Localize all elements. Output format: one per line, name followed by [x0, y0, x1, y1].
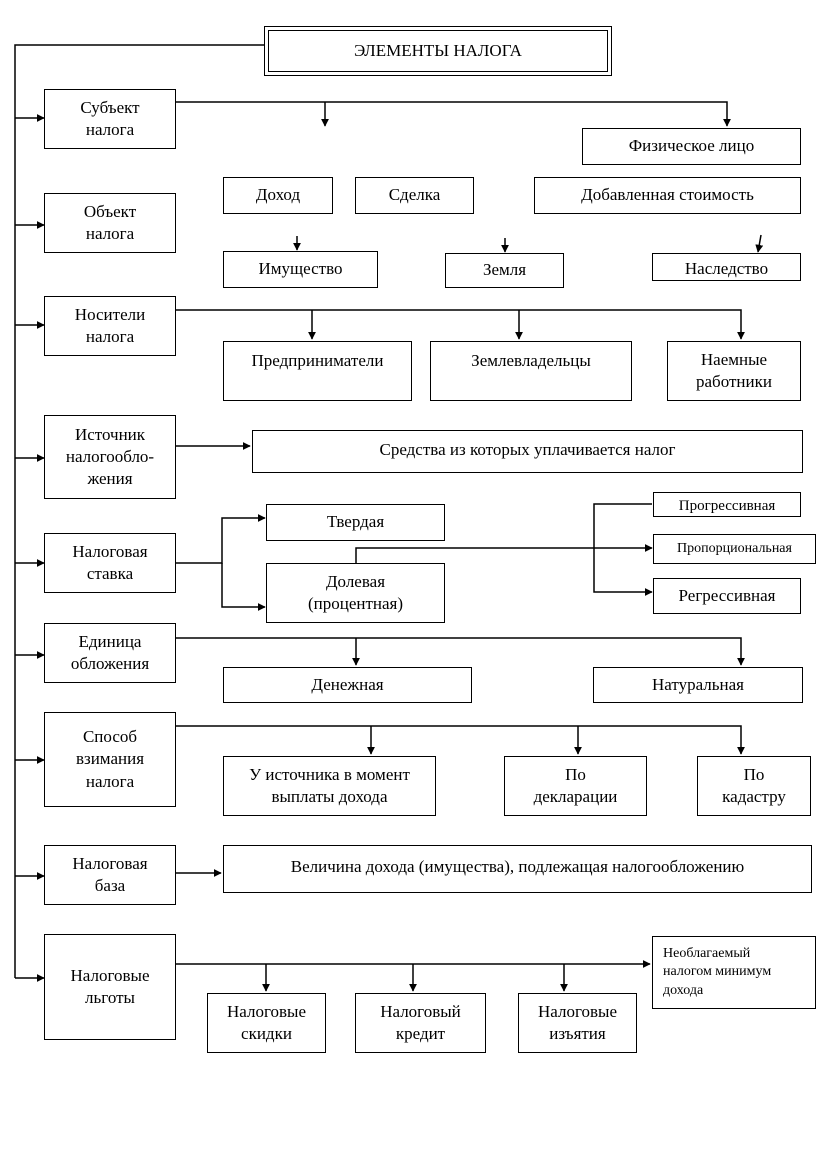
rate-share: Долевая (процентная)	[266, 563, 445, 623]
benefit-withdrawals: Налоговые изъятия	[518, 993, 637, 1053]
element-carriers: Носители налога	[44, 296, 176, 356]
carrier-employees: Наемные работники	[667, 341, 801, 401]
subject-line	[176, 101, 731, 127]
method-declaration: По декларации	[504, 756, 647, 816]
object-land: Земля	[445, 253, 564, 288]
rate-fixed: Твердая	[266, 504, 445, 541]
benefit-credit: Налоговый кредит	[355, 993, 486, 1053]
object-deal: Сделка	[355, 177, 474, 214]
element-method: Способ взимания налога	[44, 712, 176, 807]
element-object: Объект налога	[44, 193, 176, 253]
object-property: Имущество	[223, 251, 378, 288]
object-inheritance: Наследство	[652, 253, 801, 281]
carriers-line	[176, 309, 745, 340]
carrier-landowners: Землевладельцы	[430, 341, 632, 401]
method-cadastre: По кадастру	[697, 756, 811, 816]
unit-line	[176, 637, 745, 666]
base-value: Величина дохода (имущества), подлежащая …	[223, 845, 812, 893]
object-added-value: Добавленная стоимость	[534, 177, 801, 214]
element-rate: Налоговая ставка	[44, 533, 176, 593]
element-benefits: Налоговые льготы	[44, 934, 176, 1040]
carrier-entrepreneurs: Предприниматели	[223, 341, 412, 401]
element-unit: Единица обложения	[44, 623, 176, 683]
share-line	[355, 544, 653, 563]
element-subject: Субъект налога	[44, 89, 176, 149]
subject-individual: Физическое лицо	[582, 128, 801, 165]
element-source: Источник налогообло- жения	[44, 415, 176, 499]
benefit-min-income: Необлагаемый налогом минимум дохода	[652, 936, 816, 1009]
method-line	[176, 725, 745, 755]
page-title: ЭЛЕМЕНТЫ НАЛОГА	[268, 30, 608, 72]
rate-line-2	[221, 563, 266, 611]
rate-regressive: Регрессивная	[653, 578, 801, 614]
benefit-deductions: Налоговые скидки	[207, 993, 326, 1053]
element-base: Налоговая база	[44, 845, 176, 905]
object-income: Доход	[223, 177, 333, 214]
unit-natural: Натуральная	[593, 667, 803, 703]
object-arrow-inheritance	[755, 234, 764, 253]
method-at-source: У источника в момент выплаты дохода	[223, 756, 436, 816]
progressive-line	[593, 503, 653, 596]
source-funds: Средства из которых уплачивается налог	[252, 430, 803, 473]
spine-line	[14, 44, 265, 978]
unit-monetary: Денежная	[223, 667, 472, 703]
rate-line	[176, 514, 266, 564]
rate-progressive: Прогрессивная	[653, 492, 801, 517]
rate-proportional: Пропорциональная	[653, 534, 816, 564]
title-box: ЭЛЕМЕНТЫ НАЛОГА	[264, 26, 612, 76]
